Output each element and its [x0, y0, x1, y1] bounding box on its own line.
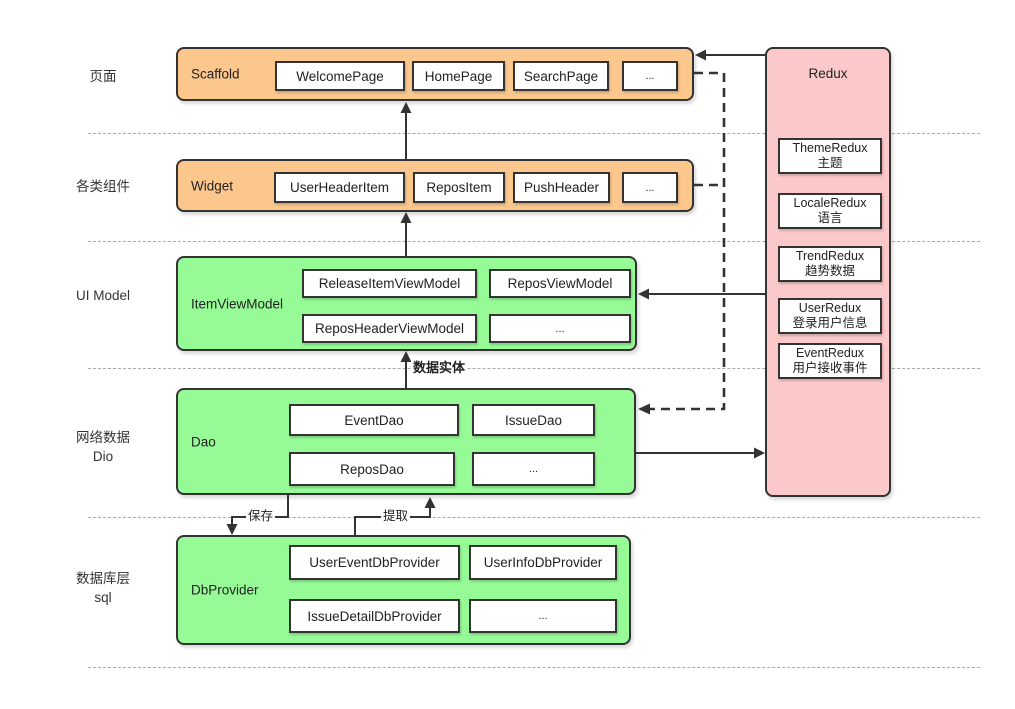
dao-to-redux-arrow — [636, 447, 765, 459]
item-view-model-label: ItemViewModel — [191, 296, 284, 311]
dashed-separator — [88, 368, 980, 369]
redux-to-itemviewmodel-arrow — [638, 288, 765, 300]
event-redux-box: EventRedux 用户接收事件 — [778, 343, 882, 379]
repos-dao-box: ReposDao — [289, 452, 455, 486]
scaffold-layer-box: Scaffold WelcomePage HomePage SearchPage… — [176, 47, 694, 101]
release-item-view-model-box: ReleaseItemViewModel — [302, 269, 477, 298]
user-redux-box: UserRedux 登录用户信息 — [778, 298, 882, 334]
locale-redux-box: LocaleRedux 语言 — [778, 193, 882, 229]
push-header-box: PushHeader — [513, 172, 610, 203]
search-page-box: SearchPage — [513, 61, 609, 91]
dao-layer-box: Dao EventDao IssueDao ReposDao ... — [176, 388, 636, 495]
locale-redux-name: LocaleRedux — [793, 196, 867, 210]
dao-label: Dao — [191, 434, 216, 449]
layer-label-database: 数据库层 sql — [76, 571, 130, 605]
widget-label: Widget — [191, 178, 234, 193]
user-redux-desc: 登录用户信息 — [792, 316, 868, 330]
layer-label-widgets: 各类组件 — [76, 179, 130, 194]
redux-to-scaffold-arrow — [695, 49, 765, 61]
dashed-separator — [88, 667, 980, 668]
trend-redux-desc: 趋势数据 — [804, 264, 855, 278]
repos-item-box: ReposItem — [413, 172, 505, 203]
issue-detail-db-provider-box: IssueDetailDbProvider — [289, 599, 460, 633]
extract-edge-label: 提取 — [381, 509, 411, 524]
trend-redux-name: TrendRedux — [795, 249, 865, 263]
more-db-providers-box: ... — [469, 599, 617, 633]
user-info-db-provider-box: UserInfoDbProvider — [469, 545, 617, 580]
theme-redux-name: ThemeRedux — [792, 141, 868, 155]
itemviewmodel-to-widget-arrow — [400, 212, 412, 256]
scaffold-label: Scaffold — [191, 66, 240, 82]
db-provider-layer-box: DbProvider UserEventDbProvider UserInfoD… — [176, 535, 631, 645]
event-dao-box: EventDao — [289, 404, 459, 436]
home-page-box: HomePage — [412, 61, 505, 91]
repos-header-view-model-box: ReposHeaderViewModel — [302, 314, 477, 343]
ui-to-dao-dashed-arrow — [638, 71, 726, 415]
layer-label-network: 网络数据 Dio — [76, 430, 130, 464]
widget-layer-box: Widget UserHeaderItem ReposItem PushHead… — [176, 159, 694, 212]
event-redux-name: EventRedux — [795, 346, 865, 360]
dao-to-itemviewmodel-arrow — [400, 351, 412, 388]
dashed-separator — [88, 241, 980, 242]
user-event-db-provider-box: UserEventDbProvider — [289, 545, 460, 580]
locale-redux-desc: 语言 — [817, 211, 843, 225]
dashed-separator — [88, 517, 980, 518]
db-provider-label: DbProvider — [191, 582, 259, 598]
more-view-models-box: ... — [489, 314, 631, 343]
trend-redux-box: TrendRedux 趋势数据 — [778, 246, 882, 282]
theme-redux-box: ThemeRedux 主题 — [778, 138, 882, 174]
more-widgets-box: ... — [622, 172, 678, 203]
save-edge-label: 保存 — [246, 509, 276, 524]
theme-redux-desc: 主题 — [817, 156, 843, 170]
layer-label-page: 页面 — [89, 69, 117, 84]
event-redux-desc: 用户接收事件 — [792, 361, 868, 375]
redux-title: Redux — [808, 66, 848, 81]
dashed-separator — [88, 133, 980, 134]
layer-label-ui-model: UI Model — [75, 288, 131, 303]
more-daos-box: ... — [472, 452, 595, 486]
user-header-item-box: UserHeaderItem — [274, 172, 405, 203]
more-pages-box: ... — [622, 61, 678, 91]
data-entity-edge-label: 数据实体 — [411, 360, 468, 375]
issue-dao-box: IssueDao — [472, 404, 595, 436]
item-view-model-layer-box: ItemViewModel ReleaseItemViewModel Repos… — [176, 256, 637, 351]
user-redux-name: UserRedux — [798, 301, 862, 315]
welcome-page-box: WelcomePage — [275, 61, 405, 91]
redux-box: Redux ThemeRedux 主题 LocaleRedux 语言 Trend… — [765, 47, 891, 497]
widget-to-scaffold-arrow — [400, 102, 412, 159]
repos-view-model-box: ReposViewModel — [489, 269, 631, 298]
